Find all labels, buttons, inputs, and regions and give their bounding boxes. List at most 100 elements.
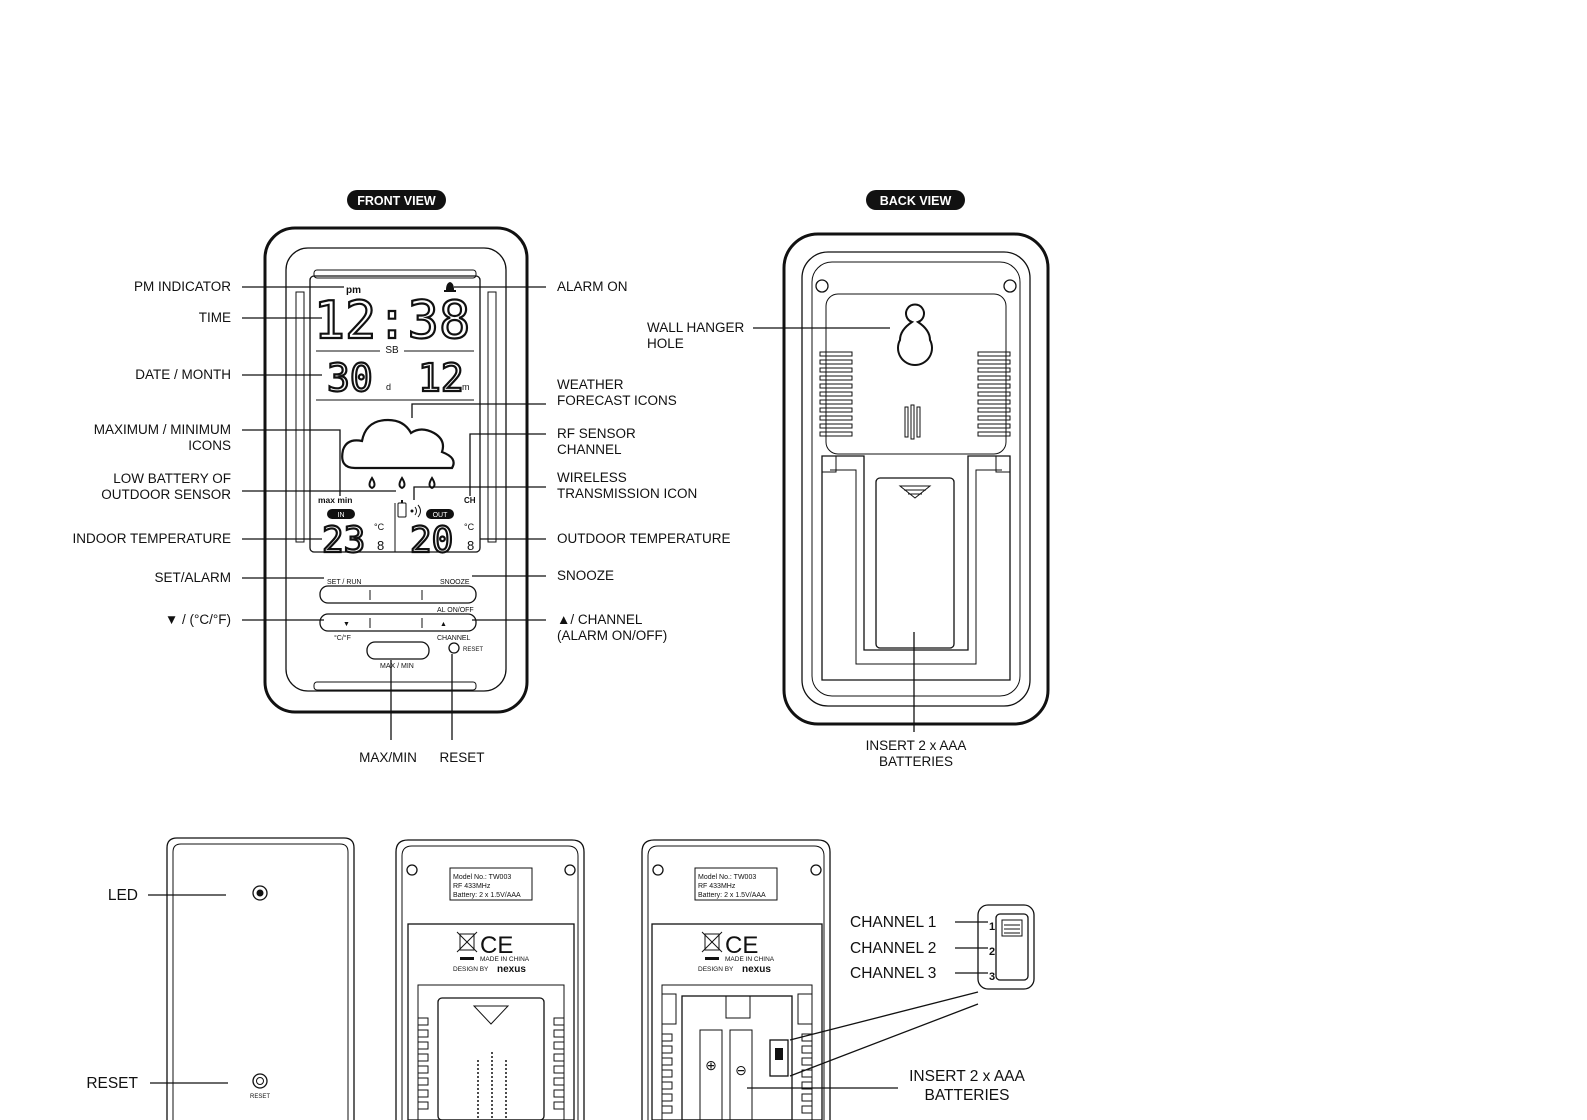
- label-sensor-batteries-2: BATTERIES: [925, 1087, 1010, 1104]
- back-inner-frame-2: [811, 261, 1021, 697]
- sticker-made-in: MADE IN CHINA: [725, 956, 775, 963]
- lcd-weekday: SB: [385, 345, 399, 356]
- device-label-reset: RESET: [463, 647, 483, 653]
- front-view-title: FRONT VIEW: [357, 194, 436, 208]
- down-up-button-bar[interactable]: [319, 613, 477, 632]
- back-upper-panel: [825, 293, 1007, 455]
- label-low-battery-1: LOW BATTERY OF: [113, 471, 231, 486]
- sticker-brand: nexus: [742, 964, 771, 975]
- led-icon: [252, 885, 268, 901]
- max-min-button[interactable]: [366, 641, 430, 660]
- push-triangle-icon: [472, 1005, 510, 1025]
- sensor-open-right-vent: [801, 1033, 813, 1114]
- device-label-al-on-off: AL ON/OFF: [437, 607, 474, 614]
- sticker-model: Model No.: TW003: [453, 874, 511, 881]
- label-back-batteries-1: INSERT 2 x AAA: [866, 738, 967, 753]
- push-triangle-icon: [898, 485, 932, 499]
- label-rf-channel-2: CHANNEL: [557, 442, 622, 457]
- minus-icon: ⊖: [735, 1062, 747, 1078]
- sticker-made-in: MADE IN CHINA: [480, 956, 530, 963]
- label-max-min: MAX/MIN: [359, 750, 417, 765]
- front-right-rail: [487, 291, 497, 543]
- screw-icon: [815, 279, 829, 293]
- front-device-body: [263, 226, 529, 714]
- set-snooze-button-bar[interactable]: [319, 585, 477, 604]
- label-snooze: SNOOZE: [557, 568, 614, 583]
- lcd-time: 12:38: [314, 291, 471, 351]
- front-view-pill: [347, 190, 446, 210]
- channel-switch-small[interactable]: [769, 1039, 789, 1077]
- sticker-battery: Battery: 2 x 1.5V/AAA: [453, 892, 521, 899]
- lcd-indoor-decimal: 8: [377, 538, 384, 553]
- front-bottom-slot: [313, 681, 477, 691]
- recycle-bin-icon: [701, 931, 723, 953]
- device-label-max-min: MAX / MIN: [380, 663, 414, 670]
- sensor-right-vent: [553, 1017, 565, 1110]
- sticker-rf: RF 433MHz: [698, 883, 736, 890]
- cloud-rain-icon: [341, 418, 455, 490]
- label-weather-2: FORECAST ICONS: [557, 393, 677, 408]
- label-up-channel-1: ▲/ CHANNEL: [557, 612, 643, 627]
- label-date-month: DATE / MONTH: [135, 367, 231, 382]
- back-inner-frame: [801, 251, 1031, 707]
- sensor-open-left-vent: [661, 1033, 673, 1114]
- label-wall-hanger-1: WALL HANGER: [647, 320, 745, 335]
- lcd-date: 30: [327, 356, 373, 400]
- sensor-left-vent: [417, 1017, 429, 1110]
- ce-mark: CE: [480, 932, 513, 959]
- speaker-slots: [904, 404, 921, 440]
- label-pm-indicator: PM INDICATOR: [134, 279, 231, 294]
- sensor-sticker: [449, 867, 533, 901]
- label-set-alarm: SET/ALARM: [154, 570, 231, 585]
- label-reset: RESET: [439, 750, 484, 765]
- lcd-channel-flag: CH: [464, 496, 476, 505]
- channel-switch-zoom: 1 2 3 CHANNEL 1 CHANNEL 2 CHANNEL 3: [789, 904, 1035, 1077]
- sticker-design-by: DESIGN BY: [698, 966, 734, 973]
- front-left-rail: [295, 291, 305, 543]
- label-low-battery-2: OUTDOOR SENSOR: [101, 487, 231, 502]
- label-wireless-2: TRANSMISSION ICON: [557, 486, 697, 501]
- screw-icon: [406, 864, 418, 876]
- device-label-set-run: SET / RUN: [327, 579, 362, 586]
- label-outdoor-temperature: OUTDOOR TEMPERATURE: [557, 531, 731, 546]
- front-device-inner-frame: [285, 247, 507, 692]
- lcd-out-flag: OUT: [433, 512, 449, 519]
- aaa-battery-1: [699, 1029, 723, 1120]
- ce-mark: CE: [725, 932, 758, 959]
- label-channel-1: CHANNEL 1: [850, 914, 936, 931]
- device-label-snooze: SNOOZE: [440, 579, 470, 586]
- label-max-min-icons-1: MAXIMUM / MINIMUM: [94, 422, 231, 437]
- reset-button-icon[interactable]: [252, 1073, 268, 1089]
- sensor-reset-small: RESET: [250, 1094, 270, 1100]
- back-view-title: BACK VIEW: [880, 194, 952, 208]
- sensor-sticker: [694, 867, 778, 901]
- sensor-back-open: Model No.: TW003 RF 433MHz Battery: 2 x …: [641, 839, 831, 1120]
- sticker-brand: nexus: [497, 964, 526, 975]
- label-indoor-temperature: INDOOR TEMPERATURE: [72, 531, 231, 546]
- screw-icon: [652, 864, 664, 876]
- down-arrow-icon: ▼: [343, 621, 350, 628]
- lcd-indoor-unit: °C: [374, 522, 385, 532]
- lcd-outdoor-unit: °C: [464, 522, 475, 532]
- plus-icon: ⊕: [705, 1057, 717, 1073]
- recycle-bin-icon: [456, 931, 478, 953]
- label-back-batteries-2: BATTERIES: [879, 754, 953, 769]
- channel-switch-zoom-outer: [977, 904, 1035, 990]
- sensor-battery-cover: [437, 997, 545, 1120]
- channel-switch-slider[interactable]: [1001, 919, 1023, 937]
- lcd-out-badge: [426, 509, 454, 519]
- reset-hole[interactable]: [448, 642, 460, 654]
- left-vent: [819, 351, 853, 437]
- lcd-date-unit: d: [386, 382, 391, 392]
- label-led: LED: [108, 887, 138, 904]
- lcd-in-badge: [327, 509, 355, 519]
- sticker-design-by: DESIGN BY: [453, 966, 489, 973]
- sensor-front: RESET LED RESET: [86, 837, 355, 1120]
- switch-position-1: 1: [989, 921, 995, 933]
- switch-position-2: 2: [989, 946, 995, 958]
- lcd-outdoor-decimal: 8: [467, 538, 474, 553]
- screw-icon: [810, 864, 822, 876]
- label-channel-3: CHANNEL 3: [850, 965, 936, 982]
- right-vent: [977, 351, 1011, 437]
